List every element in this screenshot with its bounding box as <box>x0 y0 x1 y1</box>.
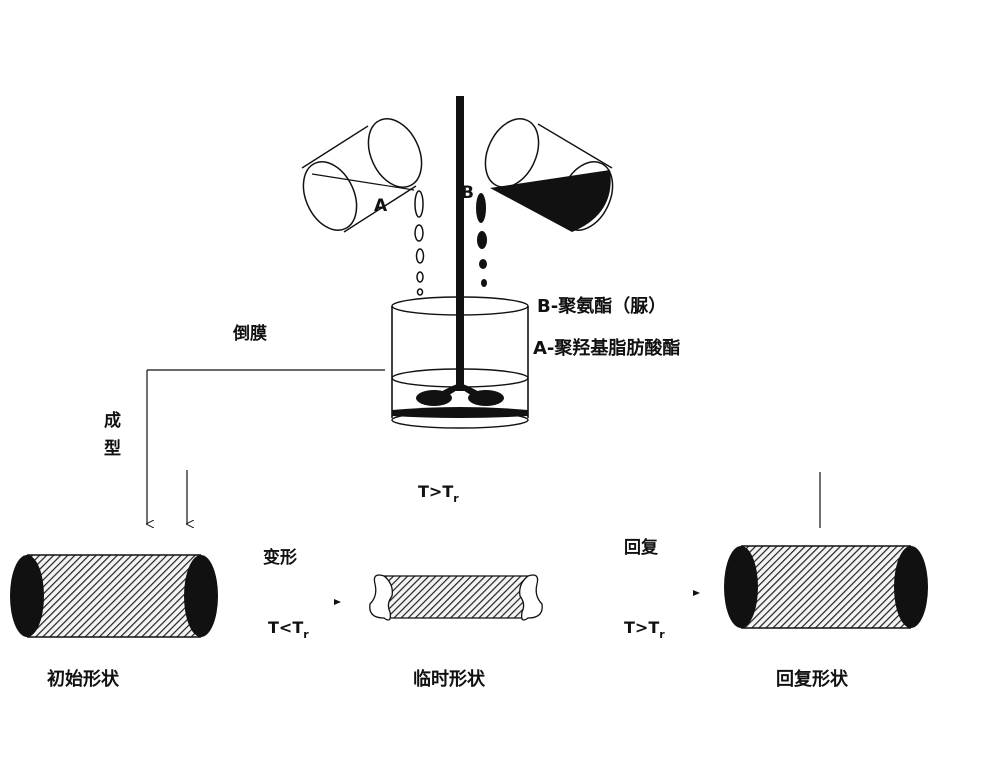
stirrer-blade-tip-right <box>468 390 504 406</box>
casting-label: 倒膜 <box>232 323 267 344</box>
cup-b-side-top <box>537 123 613 169</box>
initial-shape-label: 初始形状 <box>47 668 120 690</box>
forming-label-char-2: 型 <box>104 438 121 459</box>
temporary-shape-body <box>378 575 534 619</box>
cup-b <box>484 118 614 232</box>
recovered-cylinder-right-end <box>894 546 928 628</box>
cup-a-side-top <box>301 125 369 169</box>
recovered-shape-cylinder <box>724 545 928 629</box>
component-b-label: B-聚氨酯（脲） <box>537 295 666 317</box>
beaker-base <box>391 411 529 429</box>
cup-a-liquid-line <box>311 173 415 191</box>
initial-cylinder-right-end <box>184 555 218 637</box>
recovered-cylinder-body <box>741 546 911 628</box>
temp-recover-label: T>Tr <box>624 618 665 641</box>
beaker <box>391 296 529 429</box>
liquid-surface <box>391 368 529 388</box>
recovered-shape-label: 回复形状 <box>776 668 849 690</box>
forming-label-char-1: 成 <box>104 410 121 431</box>
initial-cylinder-body <box>27 555 201 637</box>
component-a-label: A-聚羟基脂肪酸酯 <box>533 337 680 359</box>
stirrer-rod <box>456 96 464 391</box>
temporary-shape-right-end <box>519 574 543 621</box>
stirrer <box>416 96 504 406</box>
stream-a <box>414 190 425 296</box>
temp-deform-label: T<Tr <box>268 618 309 641</box>
temp-top-label: T>Tr <box>418 482 459 505</box>
recover-label: 回复 <box>624 537 659 558</box>
cup-a-base <box>302 161 358 231</box>
initial-shape-cylinder <box>10 554 218 638</box>
cup-a-label: A <box>374 196 388 216</box>
deform-label: 变形 <box>263 547 297 568</box>
cup-b-label: B <box>461 183 474 203</box>
recovered-cylinder-left-end <box>724 546 758 628</box>
stream-b <box>476 193 487 287</box>
cup-b-mouth <box>484 118 540 188</box>
temporary-shape <box>369 574 543 621</box>
deform-arrow-icon <box>334 599 341 605</box>
recover-arrow-icon <box>693 590 700 596</box>
cup-a-mouth <box>367 118 423 188</box>
cup-a-side-bottom <box>343 185 417 233</box>
temporary-shape-left-end <box>369 574 393 621</box>
forming-flow <box>147 369 385 524</box>
cup-a <box>301 118 423 233</box>
stirrer-blade-tip-left <box>416 390 452 406</box>
initial-cylinder-left-end <box>10 555 44 637</box>
cup-b-liquid <box>490 170 611 232</box>
temporary-shape-label: 临时形状 <box>413 668 486 690</box>
